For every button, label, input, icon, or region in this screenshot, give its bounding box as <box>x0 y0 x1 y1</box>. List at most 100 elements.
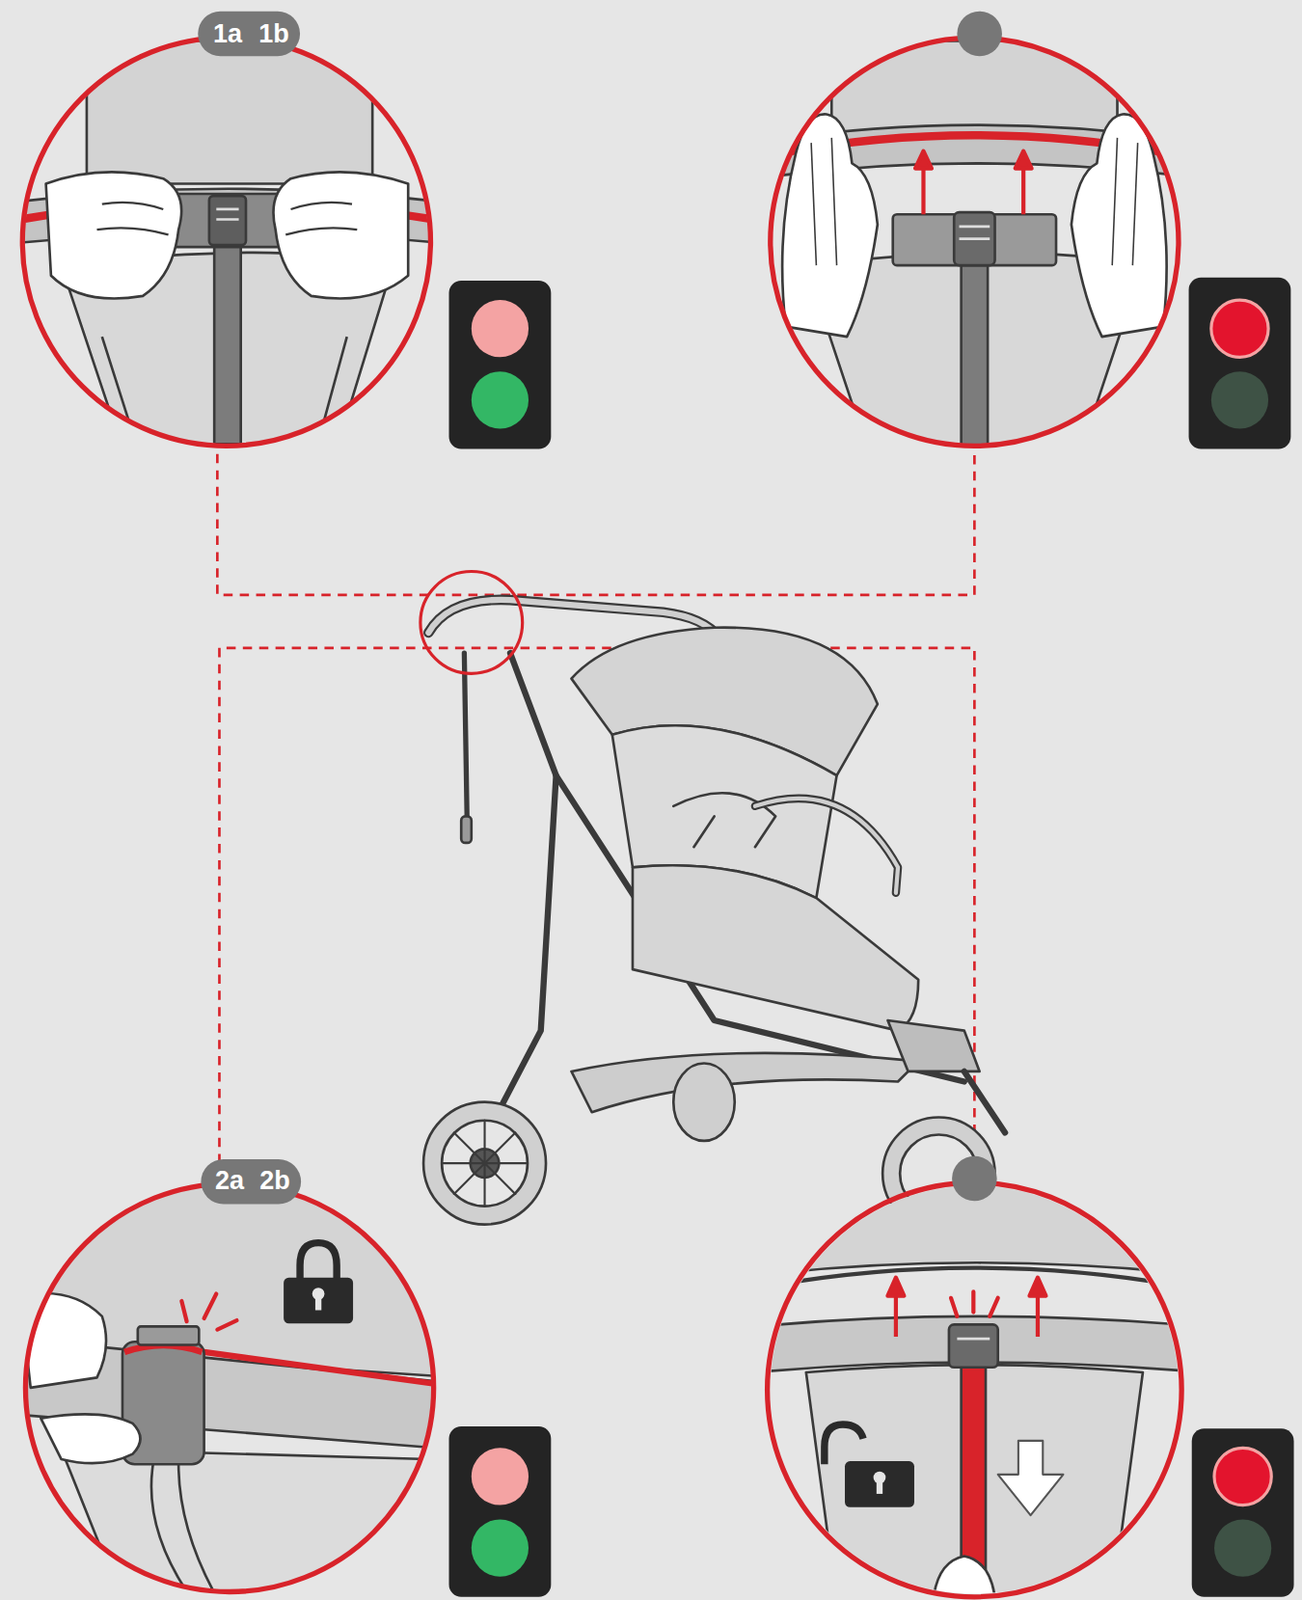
step-number: 1b <box>258 19 290 49</box>
detail-grip-buckle <box>272 171 408 299</box>
detail-strap-release <box>956 1337 990 1341</box>
detail-strap-lock <box>0 1173 460 1600</box>
detail-circle <box>22 37 431 446</box>
detail-release-buckle <box>915 151 1032 216</box>
stroller-illustration <box>441 1120 528 1207</box>
lock-icon <box>283 1243 353 1325</box>
detail-strap-release <box>961 1356 986 1582</box>
unlock-icon <box>824 1424 864 1465</box>
detail-strap-release <box>933 1555 995 1597</box>
label-holder: 1b <box>258 21 290 48</box>
detail-release-buckle <box>755 0 1215 460</box>
detail-strap-release <box>755 1316 1205 1373</box>
label-holder: 2b <box>259 1167 291 1194</box>
detail-strap-release <box>949 1324 999 1367</box>
detail-grip-buckle <box>0 0 460 460</box>
lock-icon <box>315 1294 322 1311</box>
stroller-illustration <box>423 1102 546 1225</box>
unlock-icon <box>844 1461 915 1508</box>
detail-release-buckle <box>953 212 995 266</box>
detail-strap-lock <box>217 1320 237 1330</box>
detail-strap-release <box>887 1277 1046 1337</box>
detail-release-buckle <box>959 226 991 240</box>
traffic-light-go <box>449 280 552 450</box>
label-holder: 1a <box>213 21 243 48</box>
detail-grip-buckle <box>214 240 242 445</box>
detail-grip-buckle <box>162 193 291 247</box>
detail-release-buckle <box>1021 162 1026 215</box>
lock-icon <box>283 1277 353 1325</box>
lock-icon <box>299 1243 337 1281</box>
detail-grip-buckle <box>0 0 460 460</box>
step-badge <box>956 11 1003 57</box>
detail-strap-lock <box>0 1173 460 1600</box>
unlock-icon <box>876 1477 883 1494</box>
leader-lines <box>217 454 975 1164</box>
detail-strap-lock <box>40 1413 140 1464</box>
detail-release-buckle <box>1071 113 1167 337</box>
detail-strap-release <box>755 1173 1215 1600</box>
traffic-light-stop <box>1214 1519 1272 1576</box>
stroller-illustration <box>632 865 919 1031</box>
detail-grip-buckle <box>209 195 246 245</box>
stroller-illustration <box>461 815 472 843</box>
traffic-light-stop <box>1189 277 1292 450</box>
detail-strap-lock <box>124 1345 202 1353</box>
stroller-illustration <box>673 1062 734 1140</box>
detail-strap-release <box>770 1268 1179 1287</box>
detail-release-buckle <box>961 249 989 455</box>
detail-release-buckle <box>1015 151 1032 169</box>
traffic-light-stop <box>1192 1428 1295 1598</box>
detail-grip-buckle <box>46 171 183 299</box>
detail-release-buckle <box>755 0 1215 460</box>
step-badge <box>200 1159 301 1205</box>
step-badge <box>951 1156 998 1202</box>
detail-release-buckle <box>921 162 925 215</box>
stroller-illustration <box>964 1071 1005 1133</box>
stroller-illustration <box>423 599 1005 1230</box>
stroller-illustration <box>463 652 467 837</box>
traffic-light-go <box>471 299 529 357</box>
traffic-light-go <box>471 371 529 429</box>
detail-strap-release <box>989 1298 998 1317</box>
detail-grip-buckle <box>97 202 169 236</box>
detail-release-buckle <box>782 113 878 337</box>
stroller-illustration <box>755 798 898 894</box>
detail-strap-release <box>887 1277 904 1297</box>
traffic-light-go <box>449 280 552 450</box>
traffic-light-go <box>471 1447 529 1505</box>
stroller-illustration <box>441 1120 528 1207</box>
step-number: 1a <box>213 19 243 49</box>
down-arrow <box>998 1440 1064 1516</box>
detail-strap-release <box>1030 1277 1047 1297</box>
detail-strap-lock <box>181 1294 237 1330</box>
traffic-light-stop <box>1189 277 1292 450</box>
detail-release-buckle <box>1112 137 1138 266</box>
step-badge <box>197 11 300 57</box>
detail-release-buckle <box>811 137 837 266</box>
detail-strap-release <box>971 1291 976 1312</box>
traffic-light-go <box>471 1519 529 1576</box>
step-number: 2b <box>259 1166 291 1195</box>
detail-release-buckle <box>915 151 932 169</box>
detail-strap-release <box>950 1291 999 1316</box>
detail-strap-lock <box>204 1294 217 1319</box>
label-holder: 2a <box>215 1167 245 1194</box>
detail-strap-release <box>755 1173 1215 1600</box>
stroller-illustration <box>479 652 556 1148</box>
traffic-light-stop <box>1214 1447 1272 1505</box>
detail-grip-buckle <box>285 202 357 236</box>
stroller-illustration <box>887 1020 979 1072</box>
detail-grip-buckle <box>216 209 239 220</box>
leader-lines <box>217 454 975 596</box>
detail-strap-release <box>950 1298 957 1317</box>
detail-circle <box>25 1183 434 1592</box>
detail-circle <box>767 1182 1183 1598</box>
traffic-light-go <box>449 1426 552 1598</box>
stroller-illustration <box>755 798 898 894</box>
traffic-light-go <box>449 1426 552 1598</box>
detail-strap-lock <box>204 1352 450 1386</box>
